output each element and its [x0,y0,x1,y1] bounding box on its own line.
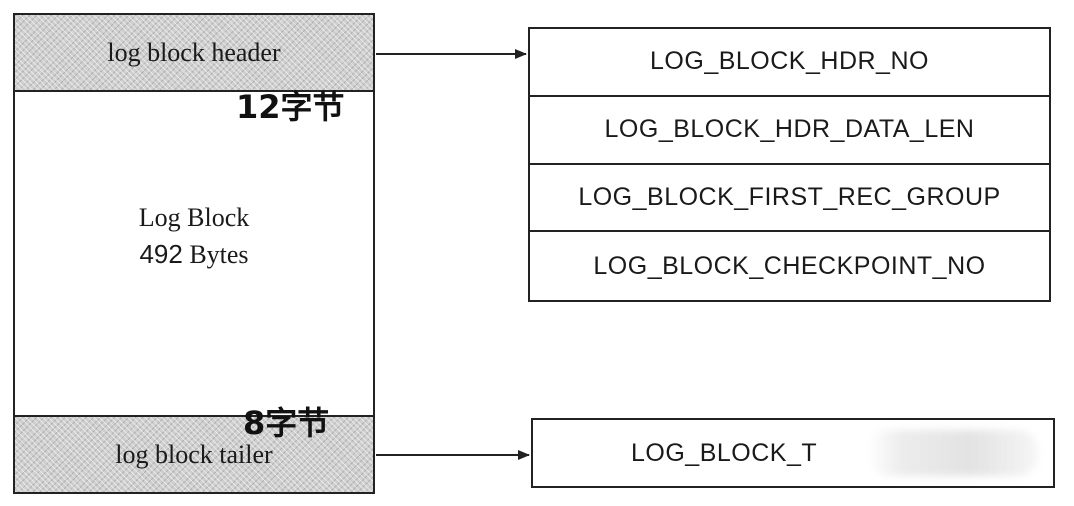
header-size-annotation: 12字节 [236,88,345,126]
header-field-row: LOG_BLOCK_HDR_NO [530,29,1049,97]
header-field-row: LOG_BLOCK_HDR_DATA_LEN [530,97,1049,165]
tailer-field-label: LOG_BLOCK_T [631,438,818,467]
log-block: log block header Log Block 492 Bytes log… [13,13,375,494]
log-block-size-number: 492 [139,239,183,269]
log-block-size-unit: Bytes [189,240,249,269]
log-block-size: 492 Bytes [15,236,373,273]
header-field-row: LOG_BLOCK_CHECKPOINT_NO [593,251,986,280]
log-block-tailer: log block tailer [15,415,373,492]
tailer-size-annotation: 8字节 [243,404,330,442]
tailer-field-box: LOG_BLOCK_T [531,418,1055,488]
header-field-row: LOG_BLOCK_FIRST_REC_GROUP [530,165,1049,233]
log-block-tailer-label: log block tailer [115,439,273,469]
log-block-header-label: log block header [107,37,281,67]
log-block-body-label: Log Block 492 Bytes [15,200,373,273]
watermark-blur [868,430,1038,476]
log-block-title: Log Block [138,203,250,232]
header-fields-table: LOG_BLOCK_HDR_NO LOG_BLOCK_HDR_DATA_LEN … [528,27,1051,302]
log-block-header: log block header [15,15,373,92]
